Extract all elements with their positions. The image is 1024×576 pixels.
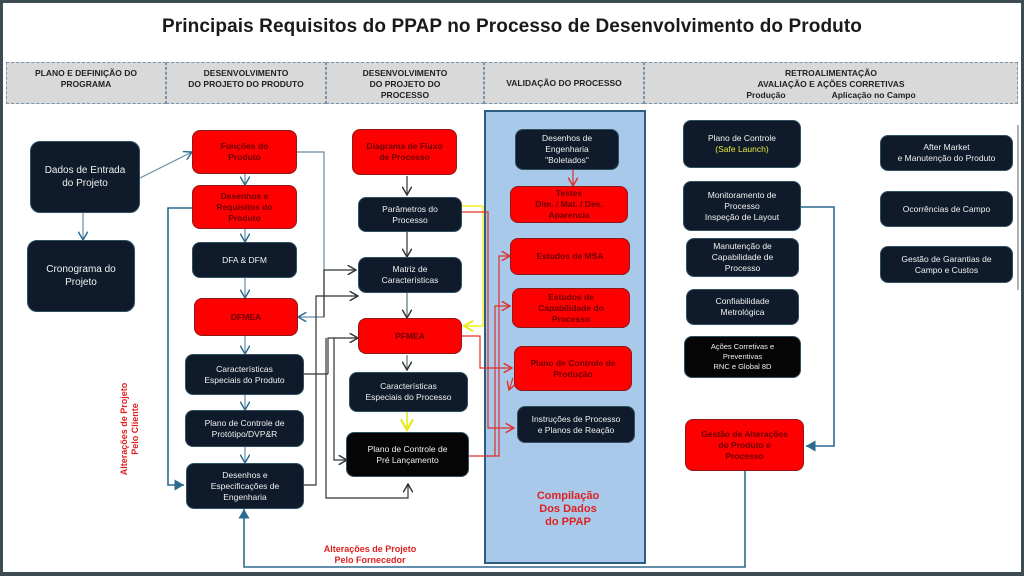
- phase-header-validacao: VALIDAÇÃO DO PROCESSO: [484, 62, 644, 104]
- box-dfa-dfm[interactable]: DFA & DFM: [192, 242, 297, 278]
- box-pfmea[interactable]: PFMEA: [358, 318, 462, 354]
- sub-producao: Produção: [746, 90, 786, 100]
- box-estudos-msa[interactable]: Estudos de MSA: [510, 238, 630, 275]
- phase-header-retroalimentacao: RETROALIMENTAÇÃO AVALIAÇÃO E AÇÕES CORRE…: [644, 62, 1018, 104]
- safe-launch-text: (Safe Launch): [715, 144, 769, 154]
- page-title: Principais Requisitos do PPAP no Process…: [161, 16, 863, 37]
- box-ocorrencias-campo[interactable]: Ocorrências de Campo: [880, 191, 1013, 227]
- wire-dados-funcoes: [139, 152, 192, 179]
- sub-campo: Aplicação no Campo: [831, 90, 916, 100]
- validation-panel: [484, 110, 646, 564]
- box-plano-controle-safe-launch[interactable]: Plano de Controle(Safe Launch): [683, 120, 801, 168]
- box-dfmea[interactable]: DFMEA: [194, 298, 298, 336]
